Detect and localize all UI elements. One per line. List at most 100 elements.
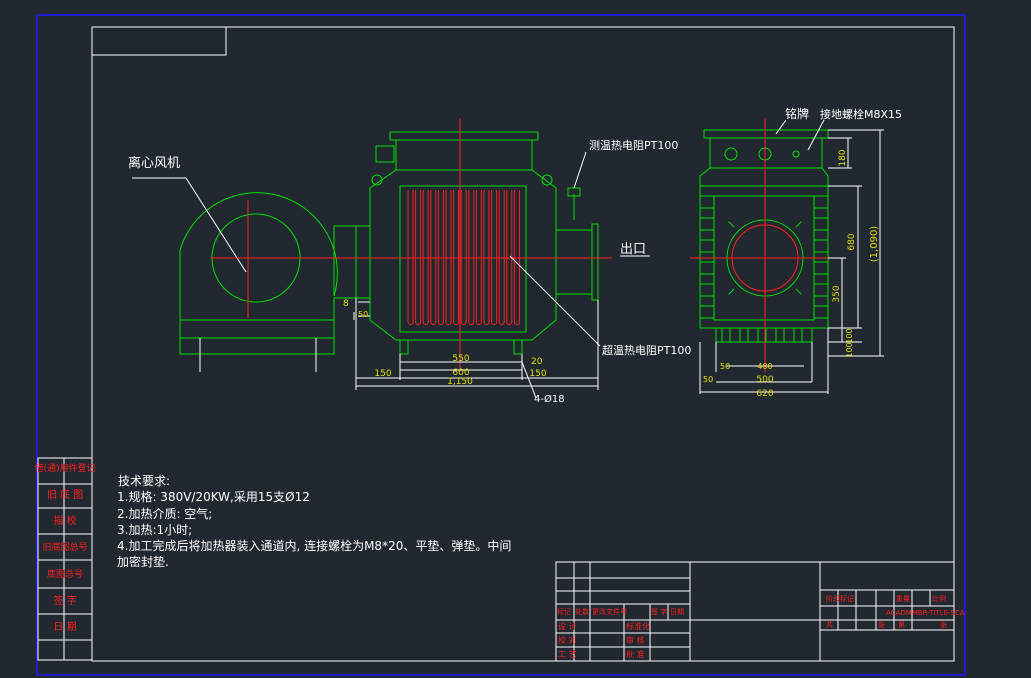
holes-label: 4-Ø18 — [534, 393, 565, 405]
outlet-tick — [728, 221, 735, 228]
tb-weight: 重量 — [896, 595, 910, 603]
notes-line-5: 加密封垫. — [117, 554, 169, 569]
stiffener-rib — [739, 327, 749, 343]
dim-180: 180 — [838, 149, 848, 166]
tb-standard: 标准化 — [626, 621, 650, 631]
notes-line-2: 2.加热介质: 空气; — [117, 506, 212, 521]
outlet-tick — [728, 288, 735, 295]
dim-500: 500 — [756, 375, 773, 385]
notes-title: 技术要求: — [118, 474, 170, 488]
tb-code: ACADMMBR-TITLE-SCA — [886, 609, 965, 617]
corner-title-box — [91, 26, 227, 56]
heating-element — [491, 190, 498, 325]
tb-total: 共 — [826, 620, 833, 629]
strip-label-6: 签 字 — [53, 594, 76, 607]
tb-stage: 阶段标记 — [826, 594, 854, 603]
left-strip: 借(通)用件登记 旧 底 图 描 校 旧底图总号 底图总号 签 字 日 期 — [34, 457, 96, 661]
dim-8: 8 — [343, 299, 349, 309]
dim-550: 550 — [452, 354, 469, 364]
side-dimensions — [699, 129, 884, 394]
tb-review: 审 核 — [626, 635, 645, 645]
stiffener-rib — [699, 195, 715, 209]
tb-nth: 第 — [898, 620, 905, 629]
side-centerlines — [690, 118, 840, 372]
bolt-leader — [807, 119, 825, 151]
dim-400: 400 — [757, 362, 772, 371]
stiffener-rib — [699, 261, 715, 275]
tb-approve: 批 准 — [626, 649, 645, 659]
heating-element — [430, 190, 437, 325]
tb-count: 处数 — [575, 607, 589, 616]
temp-sensor-label: 测温热电阻PT100 — [589, 139, 678, 152]
heating-element — [498, 190, 505, 325]
heating-element — [468, 190, 475, 325]
heating-element — [475, 190, 482, 325]
strip-label-7: 日 期 — [53, 621, 76, 633]
stiffener-rib — [699, 305, 715, 319]
heating-element — [483, 190, 490, 325]
heating-element — [415, 190, 422, 325]
tb-sheets-a: 张 — [878, 620, 885, 629]
title-block — [555, 561, 955, 662]
notes-line-3: 3.加热:1小时; — [117, 523, 192, 537]
notes-line-4: 4.加工完成后将加热器装入通道内, 连接螺栓为M8*20、平垫、弹垫。中间 — [117, 538, 511, 553]
stiffener-rib — [813, 239, 829, 253]
overtemp-leader — [509, 255, 601, 347]
front-centerlines — [210, 118, 612, 372]
strip-label-2: 旧 底 图 — [47, 488, 83, 501]
dim-100-a: 100 — [845, 328, 854, 343]
stiffener-rib — [699, 283, 715, 297]
nameplate-leader — [775, 119, 787, 135]
dim-600: 600 — [452, 368, 469, 378]
bolt-label: 接地螺栓M8X15 — [820, 107, 902, 121]
dim-100-b: 100 — [845, 342, 854, 357]
dim-50-side-a: 50 — [720, 362, 730, 371]
tb-sheets-b: 张 — [940, 620, 947, 629]
heating-element — [506, 190, 513, 325]
heating-element — [445, 190, 452, 325]
stiffener-rib — [699, 217, 715, 231]
heating-element — [407, 190, 414, 325]
fan-label: 离心风机 — [128, 155, 180, 171]
drawing-frame — [91, 26, 955, 662]
heating-element — [513, 190, 520, 325]
dim-680: 680 — [847, 233, 857, 250]
dim-150-right: 150 — [529, 369, 546, 379]
dim-50-side-b: 50 — [703, 375, 713, 384]
outer-border — [36, 14, 966, 676]
stiffener-rib — [813, 217, 829, 231]
nameplate-label: 铭牌 — [785, 106, 809, 121]
heater-side-view — [699, 129, 829, 343]
dim-1090: (1,090) — [869, 226, 880, 263]
tb-change-doc: 更改文件号 — [592, 607, 627, 616]
dim-50-front: 50 — [358, 310, 368, 319]
stiffener-rib — [757, 327, 767, 343]
dim-1150: 1,150 — [447, 377, 473, 387]
outlet-tick — [795, 288, 802, 295]
dim-150-left: 150 — [374, 369, 391, 379]
side-ribs — [699, 195, 829, 343]
stiffener-rib — [699, 239, 715, 253]
dim-620: 620 — [756, 389, 773, 399]
stiffener-rib — [793, 327, 803, 343]
outlet-label: 出口 — [620, 242, 646, 257]
front-dimensions — [353, 298, 599, 390]
tb-sign: 签 字 — [651, 607, 667, 616]
heating-element — [422, 190, 429, 325]
strip-label-5: 底图总号 — [47, 568, 83, 580]
stiffener-rib — [813, 195, 829, 209]
tb-process: 工 艺 — [558, 650, 577, 659]
outlet-tick — [795, 221, 802, 228]
heating-elements — [407, 190, 520, 325]
tb-date: 日期 — [670, 608, 684, 616]
strip-label-4: 旧底图总号 — [42, 541, 87, 553]
heating-element — [460, 190, 467, 325]
strip-label-3: 描 校 — [53, 514, 76, 527]
temp-sensor-leader — [573, 151, 587, 189]
stiffener-rib — [813, 305, 829, 319]
heating-element — [453, 190, 460, 325]
heating-element — [437, 190, 444, 325]
strip-label-1: 借(通)用件登记 — [34, 462, 95, 474]
holes-leader — [521, 361, 537, 399]
